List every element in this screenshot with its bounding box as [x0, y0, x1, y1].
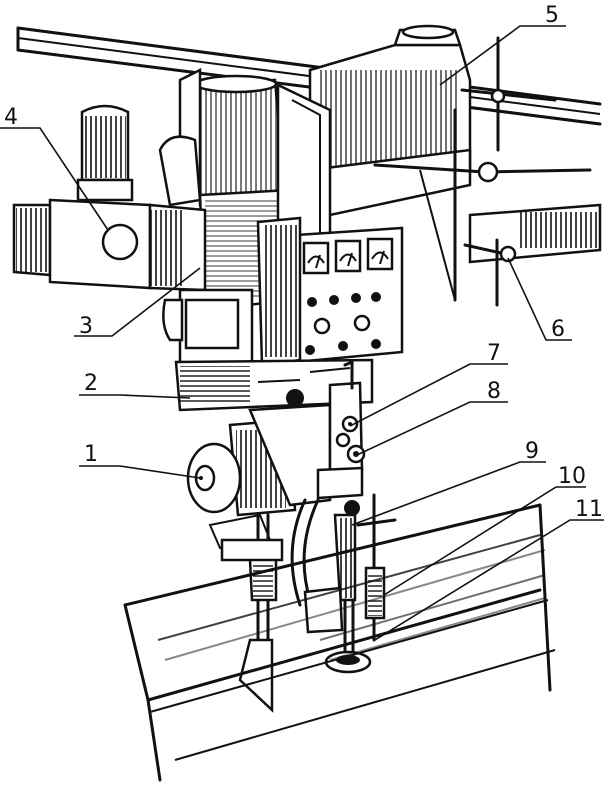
- flux-tube: [290, 498, 320, 607]
- adjustment-cranks: [373, 36, 592, 307]
- feed-rollers: [316, 360, 366, 516]
- callout-5: 5: [545, 3, 559, 28]
- callout-labels: 1 2 3 4 5 6 7 8 9 10 11: [4, 3, 603, 522]
- callout-9: 9: [525, 439, 539, 464]
- gauge-2: [334, 239, 362, 273]
- callout-8: 8: [487, 379, 501, 404]
- carriage-base: [174, 358, 374, 412]
- solenoid: [76, 104, 134, 202]
- callout-6: 6: [551, 317, 565, 342]
- gauge-1: [302, 241, 330, 275]
- callout-10: 10: [558, 464, 586, 489]
- callout-1: 1: [84, 442, 98, 467]
- left-housing: [12, 104, 207, 292]
- callout-3: 3: [79, 314, 93, 339]
- callout-4: 4: [4, 105, 18, 130]
- workpiece-beam: [123, 503, 556, 782]
- gauge-3: [366, 237, 394, 271]
- callout-7: 7: [487, 341, 501, 366]
- wire-feed-motor: [186, 403, 332, 550]
- drive-gearbox: [308, 24, 472, 217]
- guide-skid: [220, 513, 284, 713]
- leader-lines: [0, 25, 604, 641]
- panel-buttons: [305, 292, 381, 355]
- feed-motor: [162, 288, 254, 370]
- callout-11: 11: [575, 497, 603, 522]
- callout-2: 2: [84, 371, 98, 396]
- control-panel: [256, 216, 404, 367]
- cross-beam: [468, 203, 602, 264]
